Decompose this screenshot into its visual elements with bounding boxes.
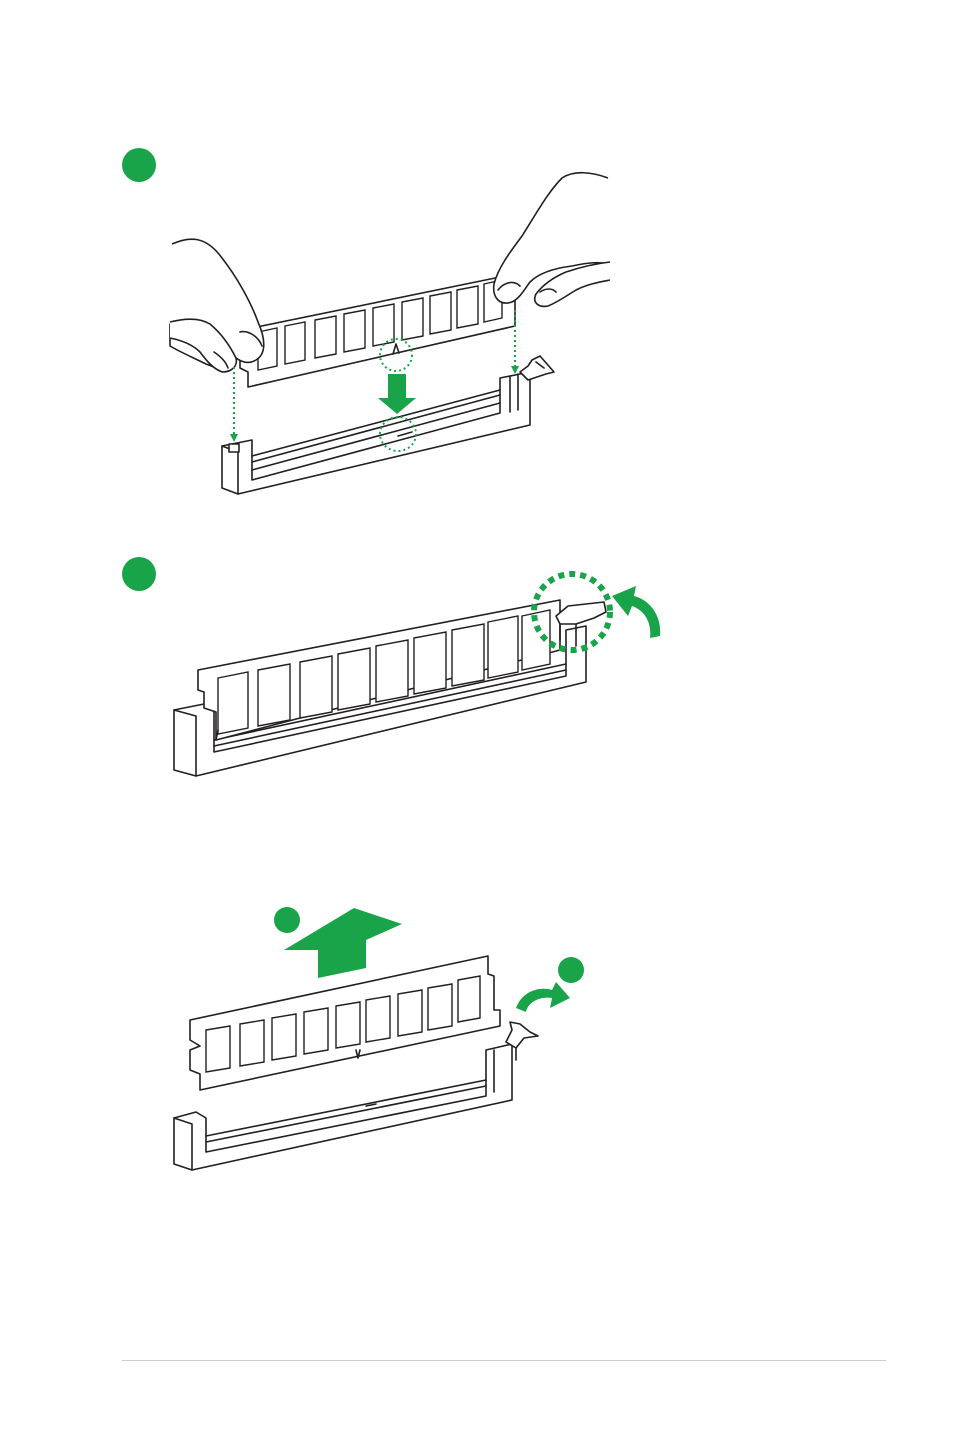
dimm-module (190, 956, 500, 1090)
footer-rule (122, 1360, 886, 1361)
dimm-module (240, 276, 515, 387)
figure-remove-dimm (174, 908, 570, 1170)
curved-arrow-icon (516, 982, 570, 1012)
right-hand (494, 173, 610, 307)
curved-arrow-icon (612, 586, 660, 638)
figure-lock-dimm (174, 574, 660, 776)
figure-insert-dimm (170, 173, 610, 494)
up-arrow-icon (284, 908, 402, 978)
left-hand (170, 239, 264, 372)
down-arrow-icon (378, 374, 416, 414)
